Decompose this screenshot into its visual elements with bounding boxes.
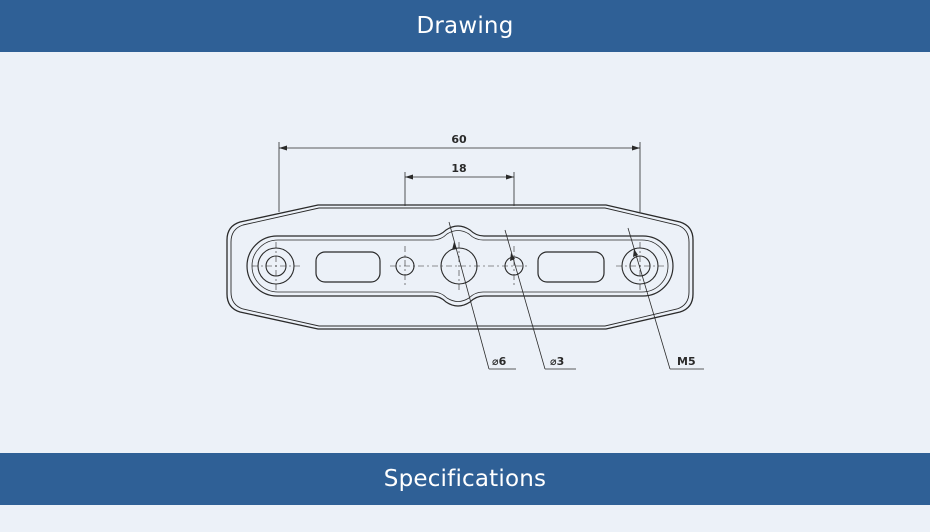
inner-pocket (246, 225, 674, 307)
leader-center-hole (448, 221, 516, 370)
right-slot (537, 251, 605, 283)
dimension-label-18: 18 (451, 162, 466, 175)
section-title-specifications: Specifications (383, 466, 547, 492)
technical-drawing: 60 18 ⌀6 ⌀3 M5 (226, 133, 704, 370)
dimension-label-60: 60 (451, 133, 467, 146)
section-header-drawing: Drawing (0, 0, 930, 52)
specifications-content (0, 505, 930, 532)
left-slot (315, 251, 381, 283)
leader-small-hole (504, 229, 576, 370)
part-outline (226, 204, 694, 330)
dimension-label-center-hole: ⌀6 (492, 355, 507, 368)
drawing-area: 60 18 ⌀6 ⌀3 M5 (0, 52, 930, 453)
dimension-label-thread: M5 (677, 355, 696, 368)
section-header-specifications: Specifications (0, 453, 930, 505)
dimension-slot-pitch (404, 172, 515, 206)
dimension-overall-length (278, 142, 641, 212)
leader-thread (627, 227, 704, 370)
section-title-drawing: Drawing (416, 13, 514, 39)
centerlines (252, 242, 664, 290)
dimension-label-small-hole: ⌀3 (550, 355, 564, 368)
